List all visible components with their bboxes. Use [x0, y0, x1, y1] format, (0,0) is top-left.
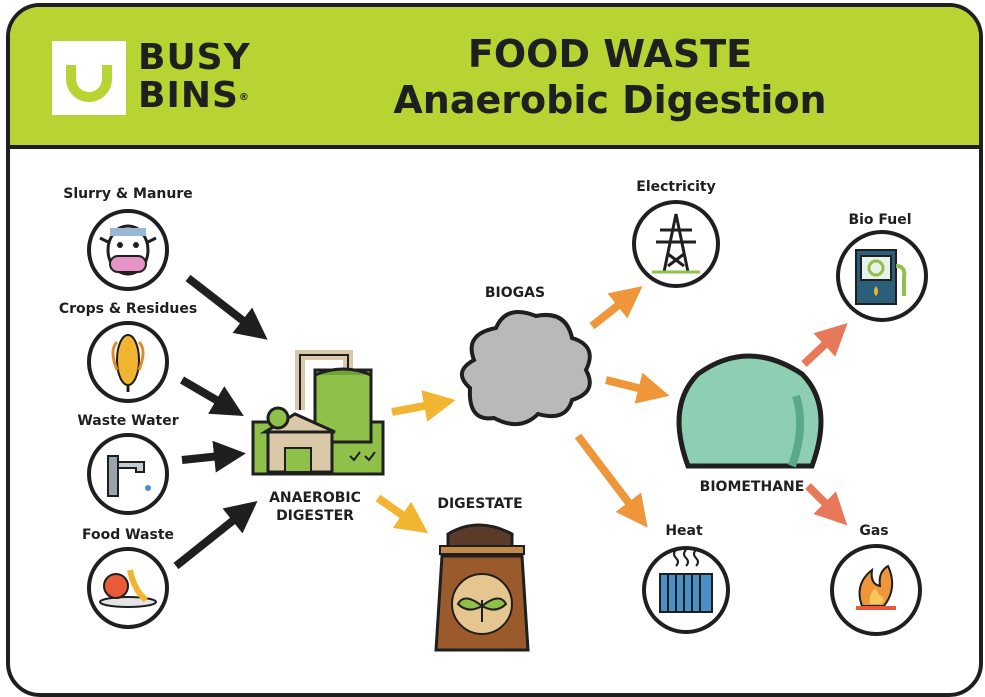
page-title: FOOD WASTE Anaerobic Digestion	[370, 31, 850, 123]
header-banner: BUSY BINS® FOOD WASTE Anaerobic Digestio…	[10, 7, 979, 149]
biomethane-dome-icon	[676, 353, 824, 469]
title-line-2: Anaerobic Digestion	[393, 78, 827, 122]
busy-bins-logo-icon	[52, 41, 126, 115]
arrow-crops-to-digester	[179, 376, 244, 417]
tap-icon	[87, 433, 169, 515]
label-waste-water: Waste Water	[77, 413, 179, 429]
arrow-food-to-digester	[173, 501, 258, 570]
label-electricity: Electricity	[636, 179, 716, 195]
biofuel-pump-icon	[836, 230, 928, 322]
brand-line-1: BUSY	[138, 37, 251, 78]
arrow-water-to-digester	[181, 440, 246, 473]
electricity-pylon-icon	[632, 200, 720, 288]
label-digestate: DIGESTATE	[437, 496, 523, 512]
heat-radiator-icon	[642, 546, 730, 634]
cow-icon	[87, 209, 169, 291]
brand-line-2: BINS	[138, 75, 239, 116]
label-digester-line-2: DIGESTER	[276, 508, 354, 524]
label-food-waste: Food Waste	[81, 527, 175, 543]
label-digester-line-1: ANAEROBIC	[269, 490, 361, 506]
brand-wordmark: BUSY BINS®	[138, 39, 251, 115]
label-slurry-manure: Slurry & Manure	[63, 186, 193, 202]
label-biogas: BIOGAS	[484, 285, 546, 301]
label-gas: Gas	[859, 523, 889, 539]
label-biomethane: BIOMETHANE	[699, 479, 805, 495]
label-crops-residues: Crops & Residues	[58, 301, 198, 317]
food-plate-icon	[87, 547, 169, 629]
label-digester: ANAEROBIC DIGESTER	[250, 489, 380, 525]
digestate-bag-icon	[434, 523, 530, 652]
arrow-biomethane-to-biofuel	[801, 323, 848, 367]
anaerobic-digester-icon	[251, 350, 385, 476]
arrow-digester-to-biogas	[391, 390, 456, 422]
gas-flame-icon	[830, 544, 922, 636]
arrow-slurry-to-digester	[185, 274, 268, 340]
arrow-biomethane-to-gas	[805, 483, 848, 526]
arrow-biogas-to-heat	[574, 433, 648, 528]
corn-icon	[87, 321, 169, 403]
arrow-biogas-to-biomethane	[605, 372, 670, 404]
label-heat: Heat	[665, 523, 703, 539]
registered-mark: ®	[238, 92, 250, 103]
biogas-cloud-icon	[460, 310, 592, 426]
title-line-1: FOOD WASTE	[467, 32, 753, 76]
label-biofuel: Bio Fuel	[848, 212, 912, 228]
arrow-digester-to-digestate	[375, 494, 429, 534]
arrow-biogas-to-electricity	[589, 286, 643, 330]
